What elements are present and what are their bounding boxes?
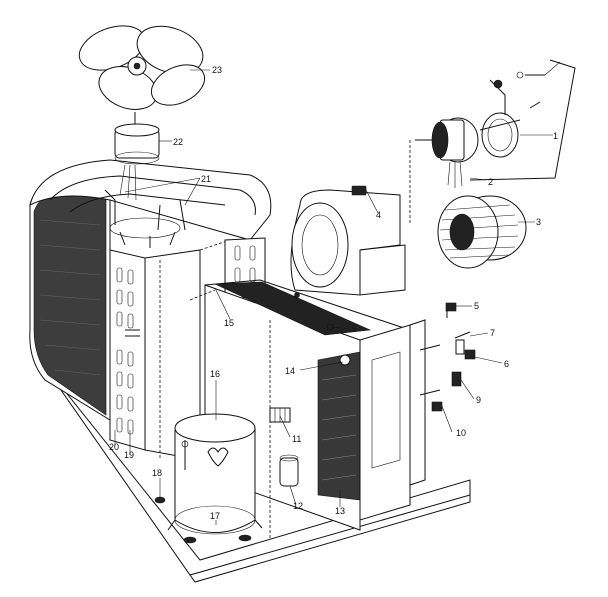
- label-part-23: 23: [212, 65, 222, 75]
- label-part-5-switch: 5: [474, 301, 479, 311]
- capacitor-icon: [279, 454, 299, 487]
- label-part-10: 10: [456, 428, 466, 438]
- blower-motor-icon: [409, 59, 576, 225]
- label-part-6: 6: [504, 359, 509, 369]
- base-pan: [39, 359, 471, 583]
- label-part-19: 19: [124, 450, 134, 460]
- label-part-1: 1: [553, 131, 558, 141]
- label-part-16: 16: [210, 369, 220, 379]
- label-part-4: 4: [376, 210, 381, 220]
- label-part-15: 15: [224, 318, 234, 328]
- label-part-21: 21: [201, 174, 211, 184]
- label-part-11: 11: [292, 434, 301, 444]
- control-panel: [359, 319, 441, 521]
- part-labels: 1 2 3 4 5 5 6 7 9 10 11 12 13 14 15 16 1…: [109, 65, 558, 521]
- label-part-18: 18: [152, 468, 162, 478]
- label-part-5-base: 5: [352, 324, 357, 334]
- blower-wheel-icon: [437, 195, 527, 269]
- switch-parts: [326, 302, 476, 412]
- fan-blade-icon: [78, 25, 205, 110]
- condenser-coil: [29, 159, 272, 451]
- label-part-17: 17: [210, 511, 220, 521]
- label-part-7: 7: [490, 328, 495, 338]
- blower-housing: [290, 185, 406, 298]
- label-part-13: 13: [335, 506, 345, 516]
- leader-lines: [114, 61, 561, 525]
- label-part-2: 2: [488, 177, 493, 187]
- label-part-20: 20: [109, 442, 119, 452]
- label-part-12: 12: [293, 501, 303, 511]
- label-part-9: 9: [476, 395, 481, 405]
- label-part-14: 14: [285, 366, 295, 376]
- evaporator-coil: [317, 351, 361, 501]
- fan-motor-mount: [104, 189, 186, 248]
- terminal-strip-icon: [269, 407, 291, 423]
- fan-motor-icon: [114, 112, 160, 201]
- label-part-3: 3: [536, 217, 541, 227]
- label-part-22: 22: [173, 137, 183, 147]
- compressor-icon: [154, 413, 263, 544]
